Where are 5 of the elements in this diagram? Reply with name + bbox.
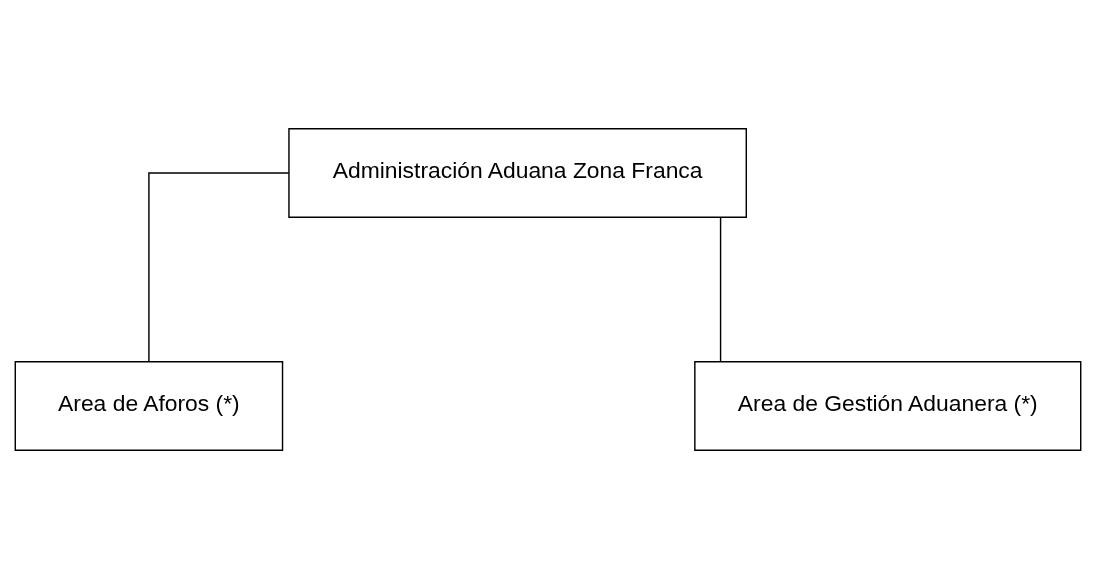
node-box: Area de Aforos (*)	[14, 360, 284, 451]
node-box: Administración Aduana Zona Franca	[288, 128, 747, 219]
connector	[148, 172, 290, 363]
connector	[719, 216, 722, 363]
node-box: Area de Gestión Aduanera (*)	[694, 360, 1082, 451]
